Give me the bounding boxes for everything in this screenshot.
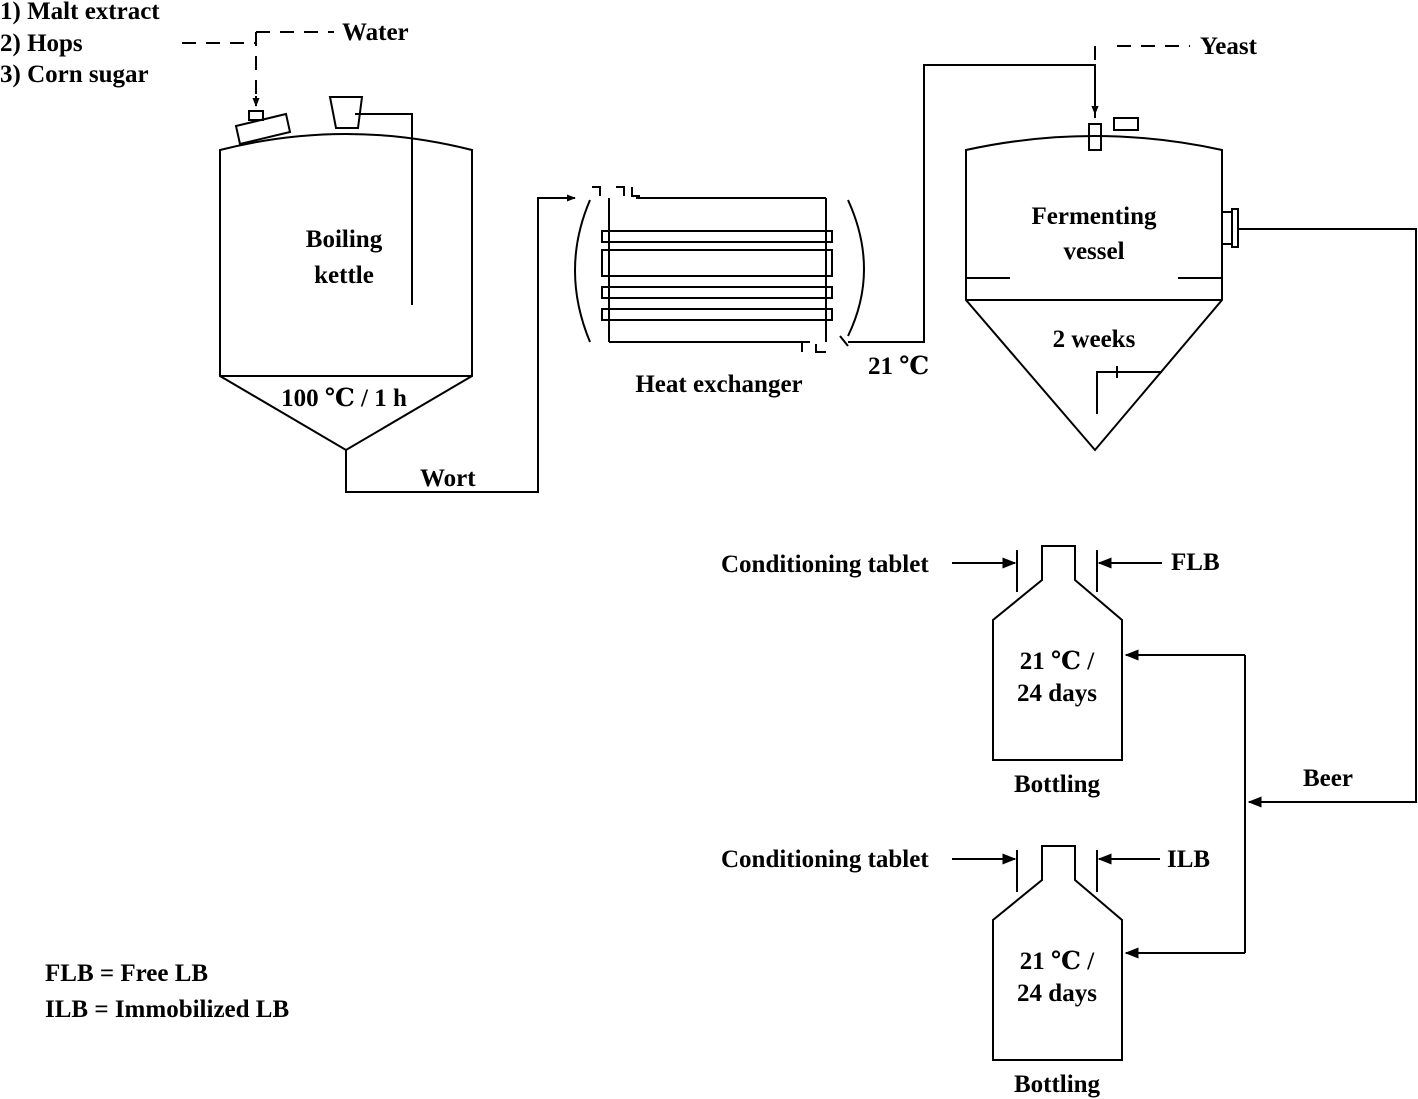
fermenting-vessel: Fermenting vessel 2 weeks bbox=[965, 117, 1239, 452]
kettle-body bbox=[219, 133, 473, 452]
bottle-flb-cond-line1: 21 ℃ / bbox=[1020, 648, 1095, 675]
bottle-flb-cond-line2: 24 days bbox=[1017, 680, 1097, 707]
legend: FLB = Free LB ILB = Immobilized LB bbox=[45, 960, 289, 1023]
hx-top-nozzles bbox=[592, 186, 640, 197]
heat-exchanger: Heat exchanger bbox=[574, 186, 865, 398]
fermenter-duration: 2 weeks bbox=[1053, 326, 1136, 353]
bottle-ilb-cond-line2: 24 days bbox=[1017, 980, 1097, 1007]
kettle-funnel bbox=[328, 96, 364, 129]
ilb-label: ILB bbox=[1167, 846, 1210, 873]
kettle-inlet-cap bbox=[248, 110, 264, 121]
ingredient-hops: 2) Hops bbox=[0, 30, 83, 57]
hx-tube-2 bbox=[601, 249, 833, 277]
fermenter-outlet-flange bbox=[1221, 211, 1233, 245]
heat-exchanger-label: Heat exchanger bbox=[635, 371, 802, 398]
bottle-ilb-cond-line1: 21 ℃ / bbox=[1020, 948, 1095, 975]
hx-left-head bbox=[574, 199, 591, 343]
ingredient-malt-extract: 1) Malt extract bbox=[0, 0, 160, 25]
yeast-label: Yeast bbox=[1200, 33, 1258, 60]
hx-tube-1 bbox=[601, 230, 833, 243]
wort-line bbox=[345, 194, 576, 493]
fermenter-name-line1: Fermenting bbox=[1032, 203, 1157, 230]
legend-flb: FLB = Free LB bbox=[45, 960, 208, 987]
fermenter-body bbox=[965, 135, 1223, 452]
hx-tube-4 bbox=[601, 308, 833, 321]
bottle-ilb: Conditioning tablet ILB 21 ℃ / 24 days B… bbox=[721, 845, 1210, 1098]
legend-ilb: ILB = Immobilized LB bbox=[45, 996, 289, 1023]
flb-label: FLB bbox=[1171, 549, 1220, 576]
ingredient-corn-sugar: 3) Corn sugar bbox=[0, 61, 149, 88]
hx-tube-3 bbox=[601, 286, 833, 299]
kettle-internal-pipe bbox=[355, 113, 413, 305]
bottle-ilb-body bbox=[992, 845, 1123, 1061]
fermenter-vent bbox=[1113, 117, 1139, 131]
bottle-ilb-guides bbox=[1016, 850, 1098, 892]
bottle-flb-guides bbox=[1016, 550, 1098, 592]
ingredients-list: 1) Malt extract 2) Hops 3) Corn sugar bbox=[0, 0, 160, 88]
flb-tablet-label: Conditioning tablet bbox=[721, 551, 929, 578]
fermenter-outlet-flange-plate bbox=[1231, 208, 1239, 248]
water-label: Water bbox=[342, 19, 409, 46]
wort-label: Wort bbox=[420, 465, 476, 492]
hx-shell bbox=[609, 197, 826, 343]
kettle-inlet-hatch bbox=[234, 112, 292, 146]
hx-bottom-nozzles bbox=[801, 335, 849, 353]
beer-label: Beer bbox=[1303, 765, 1353, 792]
fermenter-name-line2: vessel bbox=[1063, 238, 1124, 265]
fermenter-inlet-port bbox=[1088, 123, 1102, 151]
boiling-kettle: Boiling kettle 100 ℃ / 1 h bbox=[219, 96, 473, 452]
bottle-flb-body bbox=[992, 545, 1123, 761]
bottle-flb: Conditioning tablet FLB 21 ℃ / 24 days B… bbox=[721, 545, 1220, 798]
hx-outlet-temp: 21 ℃ bbox=[868, 353, 929, 380]
beer-line bbox=[1238, 228, 1417, 808]
fermenter-sample-pipe bbox=[1096, 366, 1162, 414]
kettle-name-line1: Boiling bbox=[306, 226, 383, 253]
water-feed-line bbox=[182, 31, 334, 96]
kettle-name-line2: kettle bbox=[314, 262, 374, 289]
yeast-feed-line bbox=[1094, 45, 1190, 84]
bottle-flb-name: Bottling bbox=[1014, 771, 1101, 798]
hx-right-head bbox=[847, 199, 865, 337]
ilb-tablet-label: Conditioning tablet bbox=[721, 846, 929, 873]
kettle-condition: 100 ℃ / 1 h bbox=[281, 385, 407, 412]
bottle-ilb-name: Bottling bbox=[1014, 1071, 1101, 1098]
